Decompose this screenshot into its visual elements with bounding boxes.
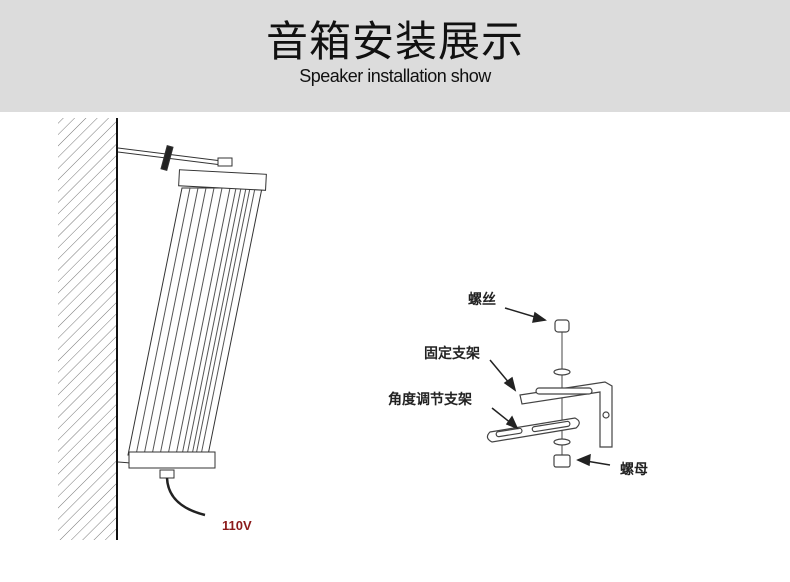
nut-label: 螺母 (620, 462, 648, 478)
header-banner: 音箱安装展示 Speaker installation show (0, 0, 790, 112)
bracket-diagram (486, 307, 613, 468)
voltage-label: 110V (222, 518, 252, 533)
page-subtitle: Speaker installation show (299, 66, 491, 86)
wall (58, 118, 118, 540)
screw-label: 螺丝 (468, 292, 496, 308)
fixed-bracket-label: 固定支架 (424, 346, 480, 362)
page-title: 音箱安装展示 (265, 17, 524, 66)
speaker-column (117, 145, 267, 517)
angle-bracket-label: 角度调节支架 (388, 392, 472, 408)
